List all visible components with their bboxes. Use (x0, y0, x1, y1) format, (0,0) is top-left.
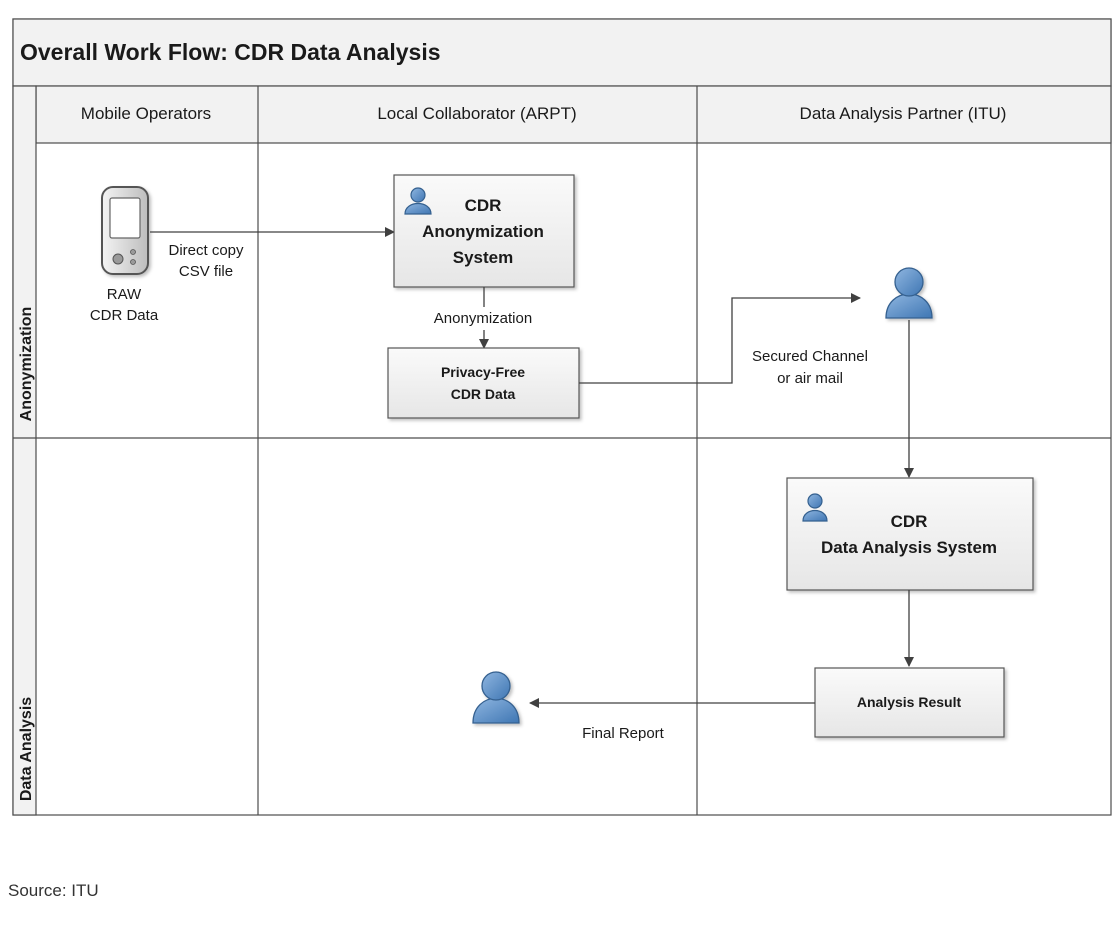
column-header-data-analysis-partner: Data Analysis Partner (ITU) (800, 104, 1007, 123)
column-header-mobile-operators: Mobile Operators (81, 104, 211, 123)
analysis-result-box (814, 667, 1005, 738)
mobile-phone-icon (101, 186, 149, 275)
data-analysis-system-box (786, 477, 1034, 591)
diagram-title: Overall Work Flow: CDR Data Analysis (20, 39, 441, 65)
row-header-anonymization: Anonymization (18, 307, 35, 422)
column-header-band (35, 85, 1112, 144)
privacy-free-data-box (387, 347, 580, 419)
direct-copy-label-line2: CSV file (179, 263, 233, 280)
row-header-data-analysis: Data Analysis (18, 697, 35, 801)
secured-channel-label-line2: or air mail (777, 370, 843, 387)
privacy-free-line1: Privacy-Free (441, 364, 525, 380)
secured-channel-label-line1: Secured Channel (752, 348, 868, 365)
raw-data-label-line1: RAW (107, 286, 142, 303)
direct-copy-label-line1: Direct copy (168, 242, 244, 259)
title-bar (12, 18, 1112, 87)
person-icon (404, 187, 432, 215)
data-analysis-system-line2: Data Analysis System (821, 538, 997, 557)
raw-data-label-line2: CDR Data (90, 307, 159, 324)
person-icon (472, 671, 520, 724)
data-analysis-system-line1: CDR (891, 512, 928, 531)
person-icon (802, 493, 828, 522)
anonymization-system-line2: Anonymization (422, 222, 544, 241)
source-note: Source: ITU (8, 881, 99, 900)
anonymization-system-line1: CDR (465, 196, 502, 215)
secured-channel-arrow (579, 293, 861, 384)
anonymization-system-line3: System (453, 248, 513, 267)
person-icon (885, 267, 933, 319)
privacy-free-line2: CDR Data (451, 386, 516, 402)
anonymization-label: Anonymization (434, 310, 532, 327)
analysis-result-label: Analysis Result (857, 694, 962, 710)
row-header-band (12, 85, 37, 816)
final-report-label: Final Report (582, 725, 665, 742)
column-header-local-collaborator: Local Collaborator (ARPT) (377, 104, 576, 123)
workflow-diagram: Overall Work Flow: CDR Data Analysis Mob… (12, 18, 1112, 816)
